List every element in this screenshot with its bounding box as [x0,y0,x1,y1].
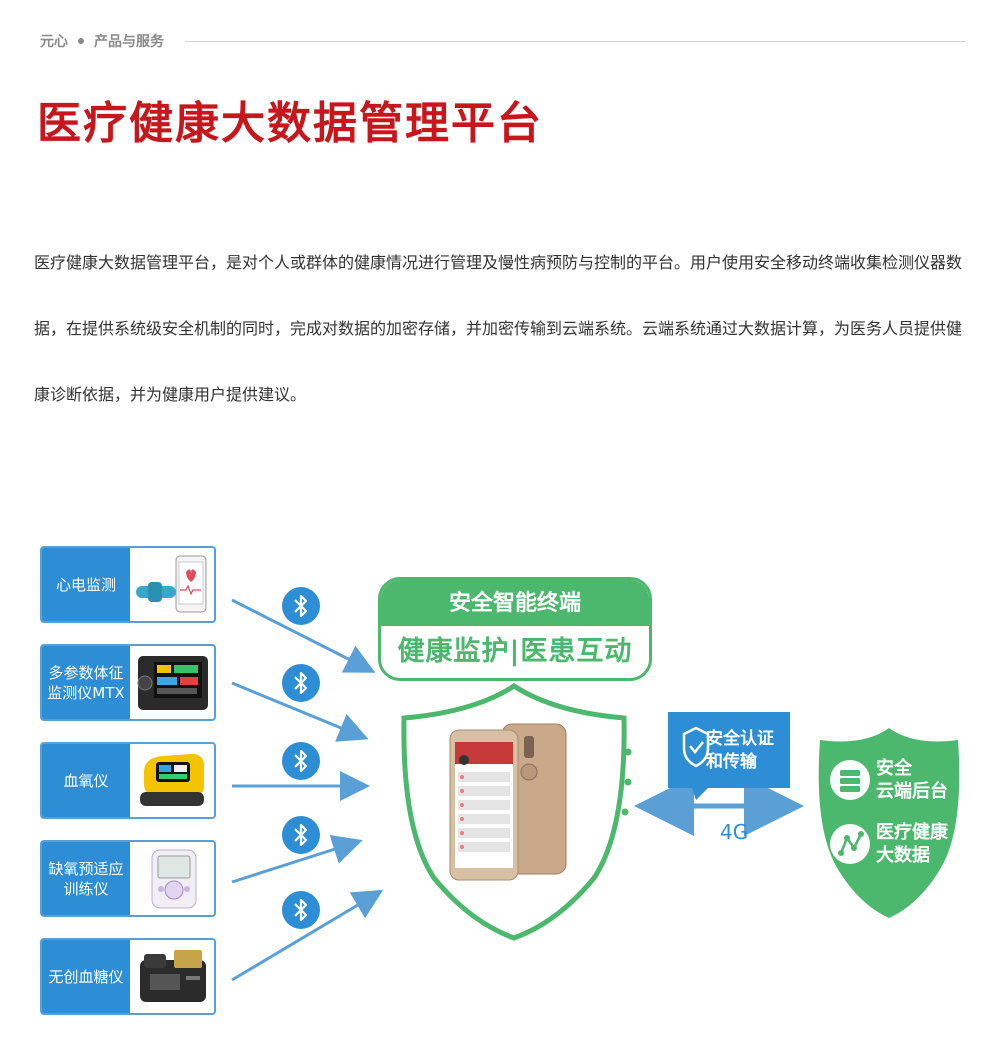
terminal-title: 安全智能终端 [381,580,649,626]
description: 医疗健康大数据管理平台，是对个人或群体的健康情况进行管理及慢性病预防与控制的平台… [34,253,963,404]
device-hypoxia-trainer: 缺氧预适应训练仪 [40,840,216,917]
security-line2: 和传输 [706,752,757,772]
hypoxia-trainer-image [151,849,197,909]
bluetooth-icon [282,891,320,929]
bluetooth-icon [282,587,320,625]
shield-check-icon [682,726,710,768]
bluetooth-icon [282,742,320,780]
device-oximeter: 血氧仪 [40,742,216,819]
page-title: 医疗健康大数据管理平台 [37,98,543,149]
device-label: 多参数体征监测仪MTX [42,646,130,719]
divider [185,41,966,42]
device-label: 无创血糖仪 [42,940,130,1013]
bluetooth-icon [282,816,320,854]
device-mtx-monitor: 多参数体征监测仪MTX [40,644,216,721]
ecg-device-image [136,555,207,613]
big-data-line2: 大数据 [876,845,930,866]
device-label: 缺氧预适应训练仪 [42,842,130,915]
arrow-device-5 [231,889,384,982]
security-label: 安全认证 和传输 [706,728,774,774]
security-line1: 安全认证 [706,729,774,749]
device-label: 血氧仪 [42,744,130,817]
oximeter-image [140,754,204,806]
cloud-backend-label: 安全 云端后台 [876,757,948,803]
cloud-backend-line2: 云端后台 [876,781,948,802]
arrow-device-1 [231,598,376,673]
breadcrumb-section[interactable]: 产品与服务 [94,34,164,50]
arrow-device-2 [231,681,369,742]
secure-terminal-shield [401,683,627,941]
cloud-shield [818,728,960,918]
network-label: 4G [720,820,749,844]
terminal-subtitle: 健康监护|医患互动 [397,636,633,667]
big-data-line1: 医疗健康 [876,822,948,843]
arrow-device-4 [231,835,363,884]
network-icon [830,824,870,864]
breadcrumb-separator [78,38,84,44]
breadcrumb-home[interactable]: 元心 [40,34,68,50]
cloud-backend-line1: 安全 [876,758,912,779]
device-glucose-meter: 无创血糖仪 [40,938,216,1015]
security-callout-bg [668,712,790,800]
glucose-meter-image [140,950,206,1002]
bluetooth-icon [282,664,320,702]
database-icon [830,760,870,800]
breadcrumb: 元心 产品与服务 [40,31,164,51]
mtx-monitor-image [137,656,208,710]
big-data-label: 医疗健康 大数据 [876,821,948,867]
device-ecg: 心电监测 [40,546,216,623]
secure-terminal-banner: 安全智能终端 健康监护|医患互动 [378,577,652,681]
device-label: 心电监测 [42,548,130,621]
